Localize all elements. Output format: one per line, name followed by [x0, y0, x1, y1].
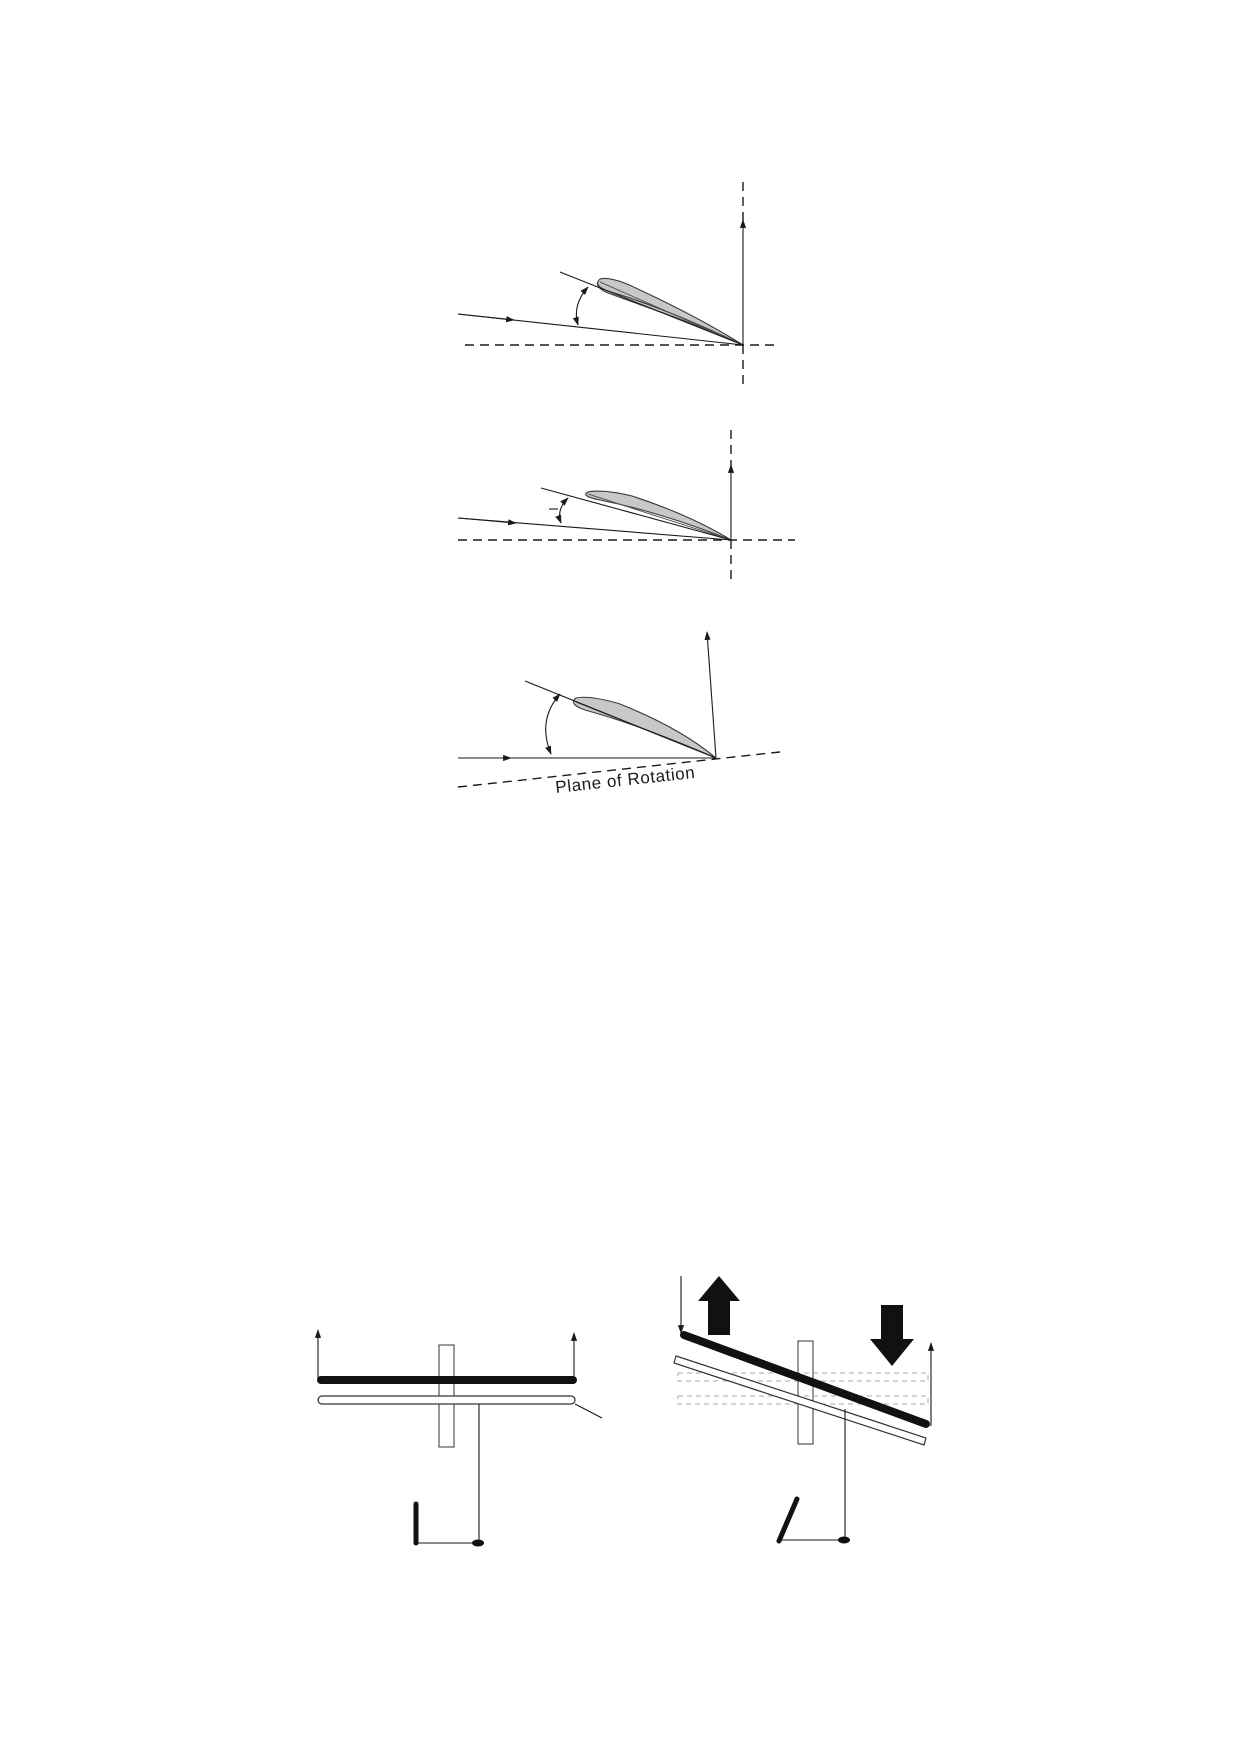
swashplate [317, 1395, 576, 1405]
rotor-mast [797, 1340, 814, 1445]
swashplate-leader-line [574, 1403, 603, 1419]
control-pivot [472, 1539, 484, 1547]
angle-of-attack-arc [572, 286, 589, 326]
chord-line [587, 493, 732, 541]
plane-of-rotation-label: Plane of Rotation [554, 763, 696, 797]
chord-extension-line [524, 680, 717, 759]
airfoil-panel-3: Plane of Rotation [457, 631, 781, 797]
chord-line [599, 281, 744, 346]
airfoil-body [585, 490, 732, 541]
cyclic-stick-tilted [776, 1496, 800, 1544]
tilted-swashplate [673, 1355, 927, 1446]
thrust-up-arrow [698, 1276, 740, 1335]
plane-of-rotation-line [457, 751, 781, 788]
angle-of-attack-arc [545, 693, 561, 755]
relative-wind-arrow [457, 517, 517, 526]
tilted-rotor-diagram [673, 1276, 935, 1544]
airfoil-panel-2 [457, 430, 795, 585]
airfoil-panel-1 [457, 182, 778, 385]
tilted-rotor-disc [680, 1331, 930, 1428]
thrust-down-arrow [870, 1305, 914, 1366]
tilted-lift-vector-arrow [704, 631, 717, 759]
angle-of-attack-arc [555, 497, 569, 524]
relative-wind-arrow [457, 313, 515, 323]
level-rotor-diagram [314, 1329, 603, 1547]
control-pivot [838, 1536, 850, 1544]
chord-extension-line [540, 487, 732, 541]
chord-extension-line [559, 271, 744, 346]
